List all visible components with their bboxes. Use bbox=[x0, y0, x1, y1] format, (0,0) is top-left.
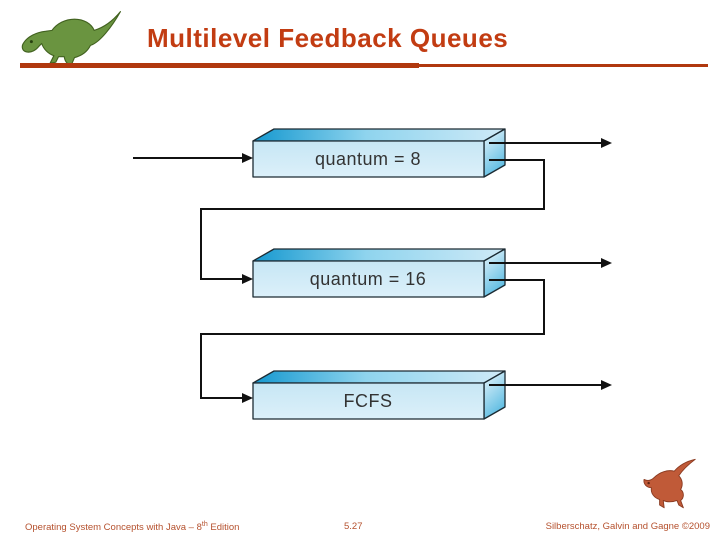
green-dinosaur-icon bbox=[21, 11, 121, 65]
slide-title: Multilevel Feedback Queues bbox=[147, 23, 509, 53]
footer-edition-tail: Edition bbox=[207, 522, 240, 534]
queue-box-top-face bbox=[252, 248, 506, 262]
arrow-demote-queue1-to-queue2 bbox=[200, 159, 545, 284]
footer-edition-sup: th bbox=[201, 521, 208, 528]
queue3-label: FCFS bbox=[344, 391, 393, 411]
green-dinosaur-body bbox=[21, 11, 121, 65]
red-dinosaur-body bbox=[643, 458, 696, 509]
queue2-label: quantum = 16 bbox=[310, 269, 427, 289]
queue-box-front-face bbox=[252, 260, 485, 298]
queue1-label: quantum = 8 bbox=[315, 149, 421, 169]
green-dinosaur-eye bbox=[29, 40, 33, 44]
red-dinosaur-eye bbox=[647, 481, 650, 485]
queue-box-quantum-8 bbox=[252, 128, 506, 178]
queue-box-top-face bbox=[252, 370, 506, 384]
queue-box-quantum-16 bbox=[252, 248, 506, 298]
arrow-demote-queue2-to-queue3 bbox=[200, 279, 545, 403]
footer-authors: Silberschatz, Galvin and Gagne ©2009 bbox=[545, 521, 710, 532]
header-rule-thin bbox=[419, 64, 708, 67]
footer-book-prefix: Operating System Concepts with Java – 8 bbox=[25, 522, 202, 534]
red-dinosaur-icon bbox=[643, 458, 696, 509]
queue-box-front-face bbox=[252, 382, 485, 420]
queue-box-front-face bbox=[252, 140, 485, 178]
header-rule-thick bbox=[20, 63, 419, 68]
footer-book-title: Operating System Concepts with Java – 8t… bbox=[25, 521, 239, 533]
footer-page-number: 5.27 bbox=[344, 521, 363, 532]
flow-arrows bbox=[133, 138, 612, 403]
queue-box-top-face bbox=[252, 128, 506, 142]
queue-box-fcfs bbox=[252, 370, 506, 420]
